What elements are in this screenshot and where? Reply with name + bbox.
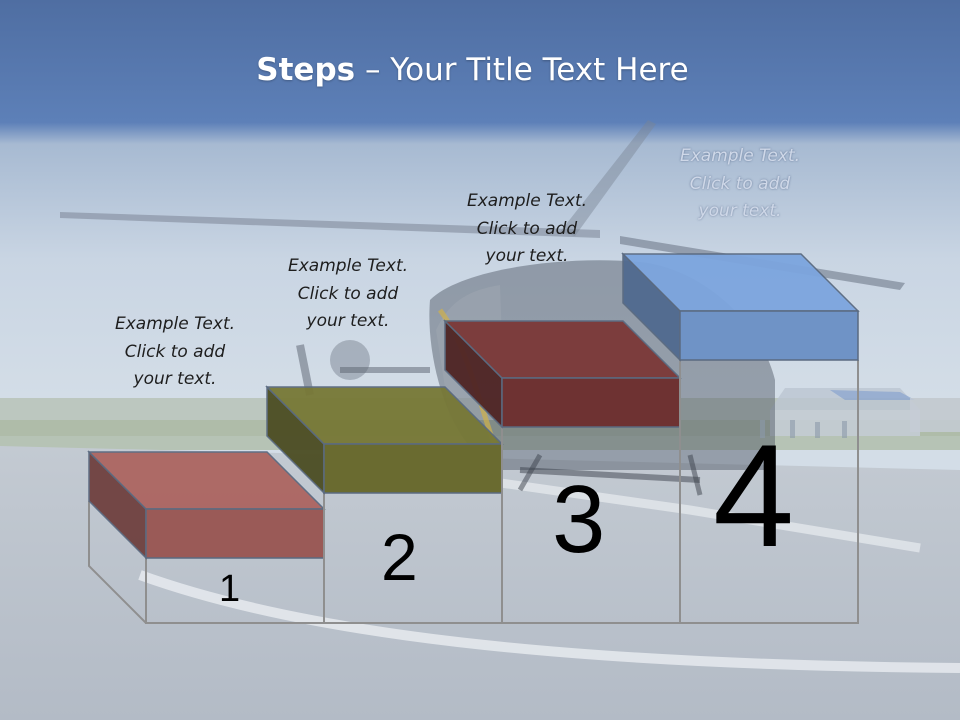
step-3-caption[interactable]: Example Text. Click to add your text. [432, 188, 622, 271]
slide-title-rest: – Your Title Text Here [355, 52, 689, 88]
step-2-caption-line-3: your text. [306, 311, 390, 331]
step-1-caption-line-1: Example Text. [114, 314, 236, 334]
step-3-caption-line-1: Example Text. [466, 191, 588, 211]
step-4-caption[interactable]: Example Text. Click to add your text. [645, 143, 835, 226]
step-2-caption[interactable]: Example Text. Click to add your text. [253, 253, 443, 336]
step-2-caption-line-1: Example Text. [287, 256, 409, 276]
step-3-caption-line-2: Click to add [476, 218, 578, 239]
step-2-box-front [323, 443, 503, 494]
slide-title[interactable]: Steps – Your Title Text Here [0, 52, 945, 88]
step-4-column [679, 360, 859, 624]
step-2-number: 2 [381, 520, 418, 594]
step-4-caption-line-2: Click to add [689, 173, 791, 194]
step-1-column-side [88, 501, 147, 624]
step-1-box-front [145, 508, 325, 559]
step-4-box-front [679, 310, 859, 361]
step-1-caption-line-2: Click to add [124, 341, 226, 362]
step-3-box-front [501, 377, 681, 428]
step-3-number: 3 [552, 466, 606, 573]
slide-title-bold: Steps [256, 52, 356, 88]
step-1-caption[interactable]: Example Text. Click to add your text. [80, 311, 270, 394]
step-1-caption-line-3: your text. [133, 369, 217, 389]
step-4-caption-line-3: your text. [698, 201, 782, 221]
step-4-number: 4 [713, 414, 795, 577]
step-2-caption-line-2: Click to add [297, 283, 399, 304]
step-3-caption-line-3: your text. [485, 246, 569, 266]
step-1-number: 1 [219, 568, 241, 610]
step-4-caption-line-1: Example Text. [679, 146, 801, 166]
